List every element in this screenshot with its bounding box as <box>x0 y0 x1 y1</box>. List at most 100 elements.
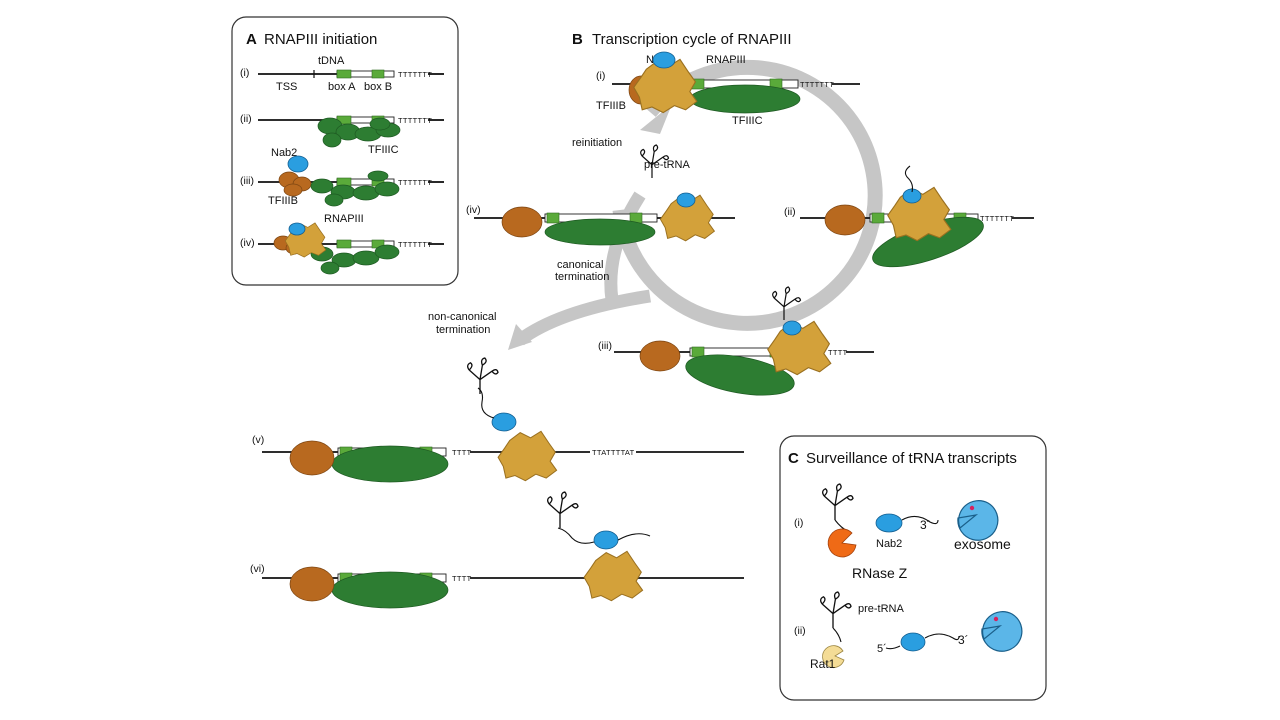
box-a <box>691 346 705 358</box>
nab2-protein <box>288 222 306 236</box>
terminator-seq: TTTT <box>828 348 848 357</box>
rnapiii-label: RNAPIII <box>706 54 746 66</box>
terminator-seq: TTTTTTT <box>398 178 432 187</box>
cycle-ring <box>612 59 883 331</box>
cycle-arrow <box>508 59 883 350</box>
terminator-seq: TTTTTTT <box>398 116 432 125</box>
panel-a: A RNAPIII initiation (i) tDNA TTTTTTT TS… <box>231 16 459 286</box>
nab2-protein <box>652 51 676 69</box>
pre-trna-label: pre-tRNA <box>644 159 691 171</box>
row-label: (iv) <box>466 204 481 216</box>
tfiiic-protein <box>544 218 656 246</box>
panel-b-title: Transcription cycle of RNAPIII <box>592 31 792 48</box>
rna-tail <box>901 515 939 525</box>
rna-tail <box>477 387 495 419</box>
terminator-seq: TTTTTTT <box>398 240 432 249</box>
nab2-protein <box>875 513 903 533</box>
three-prime-label: 3´ <box>920 518 931 532</box>
tfiiib-protein <box>289 566 335 602</box>
panel-c-row-ii: (ii) pre-tRNA Rat1 5´ 3´ <box>794 591 1023 671</box>
canonical-label: canonical <box>557 259 603 271</box>
row-label: (i) <box>794 517 803 529</box>
panel-c-letter: C <box>788 450 799 467</box>
nab2-protein <box>900 632 926 652</box>
exosome-icon <box>957 500 999 541</box>
row-label: (iii) <box>240 175 254 187</box>
tfiiic-protein <box>331 445 449 483</box>
panel-a-row-iii: (iii) Nab2 TTTTTTT TFIIIB <box>240 147 444 207</box>
readthrough-seq: TTATTTTAT <box>592 448 635 457</box>
rnase-z-enzyme <box>827 528 857 558</box>
panel-c: C Surveillance of tRNA transcripts (i) 3… <box>779 435 1047 701</box>
panel-a-row-iv: (iv) RNAPIII TTTTTTT <box>240 213 444 275</box>
row-label: (v) <box>252 434 264 446</box>
panel-b-row-vi: (vi) TTTT <box>250 491 744 609</box>
box-a <box>336 69 352 79</box>
row-label: (ii) <box>784 206 796 218</box>
tfiiib-protein <box>289 440 335 476</box>
panel-b-row-v: (v) TTTT TTATTTTAT <box>252 357 744 483</box>
terminator-seq: TTTTTTT <box>398 70 432 79</box>
tfiiic-label: TFIIIC <box>732 115 763 127</box>
panel-a-frame <box>231 16 459 286</box>
terminator-seq: TTTTTTT <box>800 80 834 89</box>
nascent-rna <box>904 165 914 193</box>
box-a <box>336 239 352 249</box>
nab2-protein <box>593 530 619 550</box>
box-b-label: box B <box>364 81 392 93</box>
rnapiii-polymerase <box>497 430 558 482</box>
row-label: (ii) <box>240 113 252 125</box>
exosome-icon <box>981 611 1023 652</box>
panel-a-title: RNAPIII initiation <box>264 31 377 48</box>
box-a <box>871 212 885 224</box>
panel-b-letter: B <box>572 31 583 48</box>
row-label: (iii) <box>598 340 612 352</box>
pre-trna-molecule <box>546 491 579 529</box>
panel-a-row-i: (i) tDNA TTTTTTT TSS box A box B <box>240 55 444 93</box>
row-label: (i) <box>596 70 605 82</box>
tfiiib-protein <box>824 204 866 236</box>
rat1-label: Rat1 <box>810 657 836 671</box>
rnase-z-label: RNase Z <box>852 565 908 581</box>
rna-tail <box>617 533 651 541</box>
tfiiic-protein <box>331 571 449 609</box>
terminator-seq: TTTTTTT <box>980 214 1014 223</box>
nab2-label: Nab2 <box>271 147 297 159</box>
nab2-label: Nab2 <box>876 538 902 550</box>
tfiiib-label: TFIIIB <box>268 195 298 207</box>
rnapiii-polymerase <box>583 550 644 602</box>
exosome-eye <box>969 505 975 511</box>
panel-a-letter: A <box>246 31 257 48</box>
exosome-eye <box>993 616 999 622</box>
exosome-label: exosome <box>954 536 1011 552</box>
noncanonical-label-2: termination <box>436 324 490 336</box>
panel-b-row-i: (i) Nab2 RNAPIII TTTTTTT TFIIIB TFIIIC <box>596 51 860 127</box>
canonical-arrow-body <box>604 191 646 301</box>
panel-b-row-iv: (iv) pre-tRNA <box>466 144 735 246</box>
row-label: (i) <box>240 67 249 79</box>
tfiiic-complex <box>310 170 400 207</box>
terminator-seq: TTTT <box>452 574 472 583</box>
tfiiic-complex <box>310 244 400 275</box>
nab2-protein <box>491 412 517 432</box>
tfiiib-label: TFIIIB <box>596 100 626 112</box>
noncanonical-arrow-body <box>516 289 651 346</box>
nab2-protein <box>782 320 802 336</box>
tdna-label: tDNA <box>318 55 345 67</box>
pre-trna-molecule <box>466 357 499 395</box>
pre-trna-label: pre-tRNA <box>858 603 905 615</box>
row-label: (iv) <box>240 237 255 249</box>
five-prime-label: 5´ <box>877 643 887 655</box>
panel-b: B Transcription cycle of RNAPIII reiniti… <box>250 31 1034 609</box>
rna-tail <box>557 527 595 544</box>
reinitiation-label: reinitiation <box>572 137 622 149</box>
row-label: (ii) <box>794 625 806 637</box>
panel-b-row-iii: (iii) TTTT <box>598 286 874 396</box>
tfiiic-label: TFIIIC <box>368 144 399 156</box>
tfiiib-complex <box>278 171 312 197</box>
tfiiib-protein <box>639 340 681 372</box>
box-a <box>546 212 560 224</box>
panel-c-title: Surveillance of tRNA transcripts <box>806 450 1017 467</box>
panel-b-row-ii: (ii) TTTTTTT <box>784 165 1034 268</box>
